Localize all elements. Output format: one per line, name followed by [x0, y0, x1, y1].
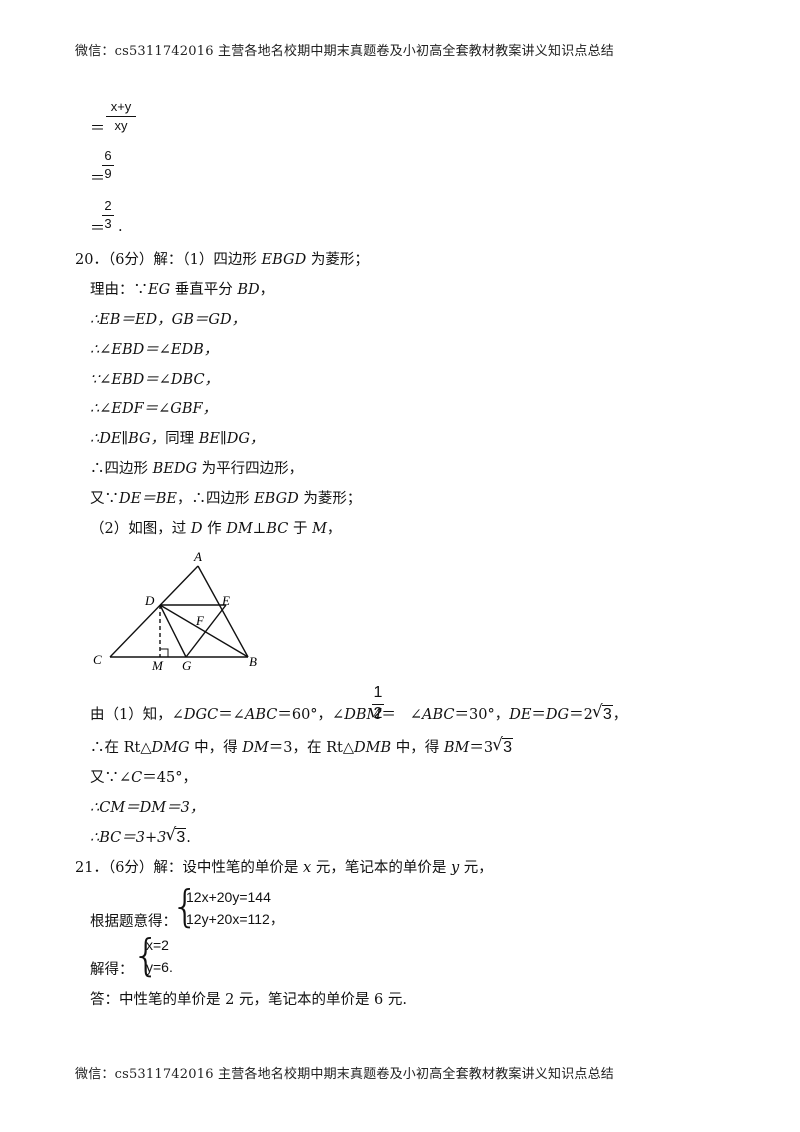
q20-reason-4: ∴CM＝DM＝3，	[90, 800, 205, 816]
fraction-numerator: 6	[104, 148, 112, 163]
solution-y: y=6.	[146, 959, 173, 975]
q20-line-1: 理由：∵EG 垂直平分 BD，	[90, 282, 275, 298]
q20-reason-2: ∴在 Rt△DMG 中，得 DM＝3，在 Rt△DMB 中，得 BM＝3√3	[90, 735, 514, 756]
fraction-numerator: 1	[373, 684, 383, 701]
q20-reason-1: 由（1）知，∠DGC＝∠ABC＝60°，∠DBM＝∠ABC＝30°，DE＝DG＝…	[90, 702, 628, 723]
q20-line-6: ∴DE∥BG，同理 BE∥DG，	[90, 431, 265, 447]
sqrt-3: √3	[591, 702, 613, 723]
fraction-numerator: x+y	[110, 99, 132, 114]
period: .	[118, 219, 123, 235]
fraction-denominator: 2	[373, 705, 383, 722]
fraction-denominator: 9	[104, 166, 112, 181]
q20-line-3: ∴∠EBD＝∠EDB，	[90, 342, 219, 358]
equals-sign: ＝	[90, 169, 106, 187]
page-footer: 微信：cs5311742016 主营各地名校期中期末真题卷及小初高全套教材教案讲…	[75, 1067, 614, 1082]
q20-heading: 20．（6分）解：（1）四边形 EBGD 为菱形；	[75, 252, 369, 268]
q21-label-setup: 根据题意得：	[90, 914, 177, 930]
brace-icon: {	[171, 881, 199, 932]
sqrt-3: √3	[165, 825, 187, 846]
equation-system: 12x+20y=144 12y+20x=112，	[186, 886, 284, 930]
fraction-denominator: xy	[114, 118, 128, 133]
label-b: B	[249, 654, 257, 669]
q21-heading: 21．（6分）解：设中性笔的单价是 x 元，笔记本的单价是 y 元，	[75, 860, 493, 876]
label-a: A	[193, 549, 202, 564]
equation-2: 12y+20x=112，	[186, 911, 284, 927]
q21-label-solve: 解得：	[90, 962, 134, 978]
fraction-denominator: 3	[104, 216, 112, 231]
q21-answer: 答：中性笔的单价是 2 元，笔记本的单价是 6 元.	[90, 992, 407, 1008]
label-c: C	[93, 652, 102, 667]
q20-reason-5: ∴BC＝3+3√3.	[90, 825, 191, 846]
q20-line-8: 又∵DE＝BE，∴四边形 EBGD 为菱形；	[90, 491, 362, 507]
q20-line-7: ∴四边形 BEDG 为平行四边形，	[90, 461, 304, 477]
geometry-figure: A D E F C M G B	[93, 549, 257, 673]
q20-part2: （2）如图，过 D 作 DM⊥BC 于 M，	[90, 521, 342, 537]
label-d: D	[144, 593, 155, 608]
q20-reason-3: 又∵∠C＝45°，	[90, 770, 197, 786]
equation-1: 12x+20y=144	[186, 889, 271, 905]
fraction-numerator: 2	[104, 198, 112, 213]
equals-sign: ＝	[90, 219, 106, 237]
label-f: F	[195, 613, 205, 628]
label-e: E	[221, 593, 230, 608]
label-g: G	[182, 658, 192, 673]
page-header: 微信：cs5311742016 主营各地名校期中期末真题卷及小初高全套教材教案讲…	[75, 44, 614, 59]
q20-line-5: ∴∠EDF＝∠GBF，	[90, 401, 218, 417]
equals-sign: ＝	[90, 119, 106, 137]
label-m: M	[151, 658, 164, 673]
q20-line-4: ∵∠EBD＝∠DBC，	[90, 372, 220, 388]
solution-system: x=2 y=6.	[146, 934, 173, 978]
sqrt-3: √3	[492, 735, 514, 756]
solution-x: x=2	[146, 937, 169, 953]
brace-icon: {	[132, 930, 160, 981]
q20-line-2: ∴EB＝ED，GB＝GD，	[90, 312, 247, 328]
